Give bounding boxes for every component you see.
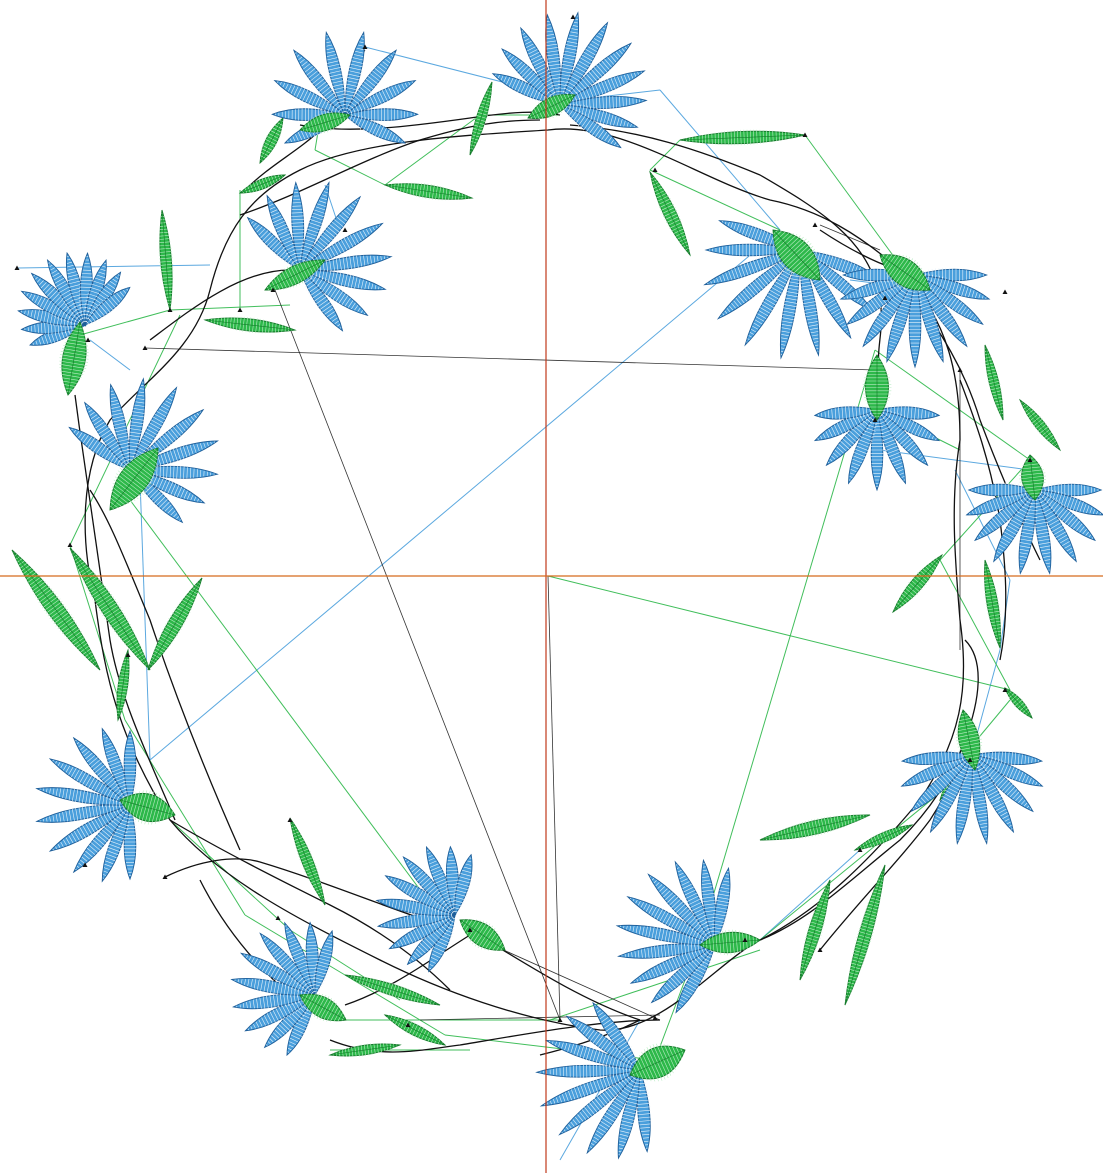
- leaf-motif: [1020, 400, 1060, 450]
- flower-petals: [37, 729, 137, 882]
- flower-layer: [18, 13, 1103, 1158]
- leaf-midrib: [760, 815, 870, 840]
- leaf-midrib: [260, 118, 283, 163]
- flower-motif: [248, 182, 392, 330]
- stitch-marker: [86, 338, 91, 343]
- jump-stitch-layer: [18, 47, 1030, 1160]
- flower-motif: [617, 860, 760, 1012]
- leaf-motif: [985, 345, 1003, 420]
- flower-motif: [841, 254, 989, 367]
- flower-calyx: [460, 919, 505, 950]
- jump-stitch: [140, 480, 150, 760]
- stitch-marker: [571, 15, 576, 20]
- flower-motif: [18, 253, 130, 395]
- stitch-marker-layer: [15, 15, 1033, 1028]
- leaf-motif: [345, 975, 440, 1005]
- stitch-marker: [1003, 290, 1008, 295]
- leaf-midrib: [1020, 400, 1060, 450]
- leaf-motif: [205, 317, 295, 334]
- jump-stitch: [18, 265, 210, 268]
- leaf-motif: [116, 650, 130, 720]
- leaf-midrib: [345, 975, 440, 1005]
- flower-motif: [902, 710, 1043, 843]
- stitch-marker: [958, 368, 963, 373]
- jump-stitch: [805, 135, 900, 265]
- leaf-layer: [12, 82, 1060, 1057]
- leaf-midrib: [985, 345, 1003, 420]
- leaf-midrib: [290, 818, 325, 905]
- flower-motif: [537, 1003, 685, 1158]
- leaf-motif: [148, 578, 202, 670]
- leaf-motif: [260, 118, 283, 163]
- flower-petals: [537, 1003, 651, 1158]
- jump-stitch: [345, 975, 445, 1035]
- flower-motif: [377, 847, 505, 972]
- leaf-midrib: [845, 865, 885, 1005]
- flower-petals: [377, 847, 472, 972]
- leaf-midrib: [650, 172, 690, 255]
- leaf-motif: [290, 818, 325, 905]
- flower-petals: [232, 922, 333, 1055]
- jump-stitch: [130, 500, 450, 930]
- jump-stitch: [385, 115, 480, 185]
- flower-calyx: [630, 1044, 685, 1082]
- jump-stitch: [548, 576, 560, 1020]
- petal-hatch: [123, 734, 137, 801]
- leaf-motif: [893, 555, 942, 612]
- flower-motif: [967, 455, 1103, 573]
- flower-petals: [493, 13, 646, 148]
- leaf-midrib: [148, 578, 202, 670]
- leaf-midrib: [240, 175, 285, 193]
- leaf-motif: [650, 172, 690, 255]
- jump-stitch: [170, 305, 290, 310]
- flower-motif: [705, 221, 881, 358]
- leaf-motif: [159, 210, 174, 310]
- stitch-marker: [653, 168, 658, 173]
- leaf-motif: [680, 130, 805, 146]
- leaf-midrib: [855, 825, 912, 850]
- jump-stitch: [660, 90, 780, 230]
- leaf-motif: [470, 82, 492, 155]
- flower-motif: [37, 729, 175, 882]
- flower-petals: [248, 182, 392, 330]
- leaf-midrib: [470, 82, 492, 155]
- leaf-motif: [240, 175, 285, 193]
- flower-motif: [232, 922, 346, 1055]
- flower-motif: [493, 13, 646, 148]
- leaf-midrib: [893, 555, 942, 612]
- flower-motif: [815, 355, 939, 490]
- leaf-motif: [385, 183, 472, 200]
- jump-stitch: [90, 340, 130, 370]
- stitch-marker: [238, 308, 243, 313]
- jump-stitch: [150, 230, 780, 760]
- leaf-motif: [1005, 688, 1032, 718]
- leaf-motif: [855, 825, 912, 850]
- leaf-motif: [760, 815, 870, 840]
- stitch-marker: [813, 223, 818, 228]
- stitch-marker: [343, 228, 348, 233]
- leaf-motif: [845, 865, 885, 1005]
- leaf-midrib: [1005, 688, 1032, 718]
- leaf-motif: [984, 560, 1001, 648]
- stitch-marker: [68, 543, 73, 548]
- jump-stitch: [145, 348, 875, 370]
